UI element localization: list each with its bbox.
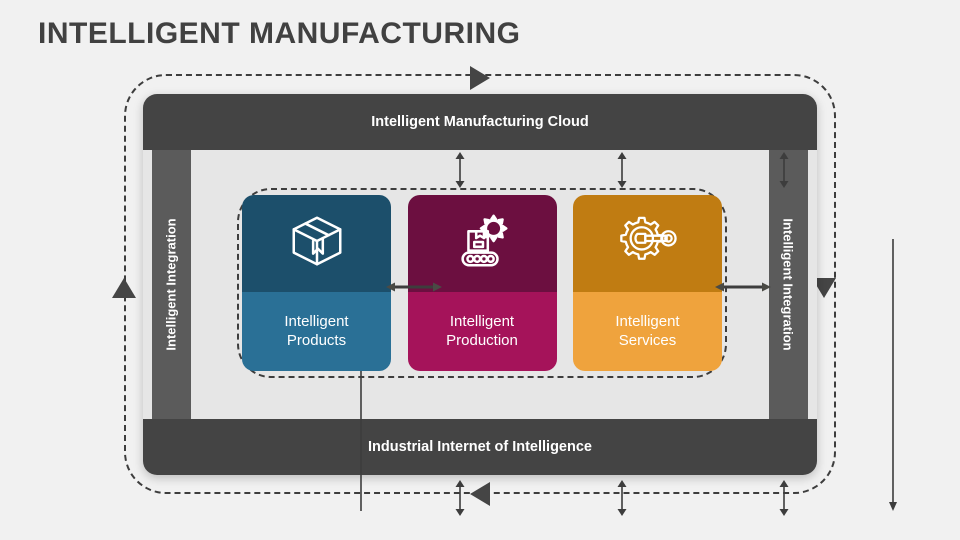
card-products-label: Intelligent Products (242, 292, 391, 371)
card-products-label-line2: Products (286, 331, 347, 349)
cloud-band[interactable]: Intelligent Manufacturing Cloud (143, 94, 817, 150)
card-intelligent-products[interactable]: Intelligent Products (242, 195, 391, 371)
core-pillars-group: Intelligent Products (242, 195, 722, 371)
side-bar-left-label: Intelligent Integration (164, 218, 180, 351)
double-arrow-horizontal-icon (715, 280, 771, 294)
double-arrow-horizontal-icon (386, 280, 442, 294)
page-title: INTELLIGENT MANUFACTURING (38, 17, 521, 50)
side-bar-integration-left[interactable]: Intelligent Integration (152, 150, 191, 419)
foundation-band-label: Industrial Internet of Intelligence (368, 439, 592, 455)
card-services-icon-area (573, 195, 722, 292)
double-arrow-vertical-icon (453, 152, 467, 188)
side-bar-right-label: Intelligent Integration (781, 218, 797, 351)
foundation-band[interactable]: Industrial Internet of Intelligence (143, 419, 817, 475)
card-services-label-line2: Services (618, 331, 677, 349)
card-production-label-line2: Production (446, 331, 518, 349)
double-arrow-vertical-icon (777, 480, 791, 516)
card-production-label: Intelligent Production (407, 292, 557, 371)
side-bar-integration-right[interactable]: Intelligent Integration (769, 150, 808, 419)
gear-wrench-icon (616, 212, 680, 275)
conveyor-belt-gear-icon (451, 210, 513, 277)
card-services-label-line1: Intelligent (615, 312, 680, 330)
card-production-label-line1: Intelligent (449, 312, 515, 330)
diagram-stage: Intelligent Manufacturing Cloud Industri… (143, 94, 897, 516)
card-products-icon-area (242, 195, 391, 292)
loop-arrow-up-icon (112, 278, 136, 298)
double-arrow-vertical-icon (615, 152, 629, 188)
double-arrow-vertical-icon (777, 152, 791, 188)
loop-arrow-left-icon (470, 482, 490, 506)
connector-line-down-right (887, 239, 899, 511)
card-intelligent-production[interactable]: Intelligent Production (407, 195, 557, 371)
card-products-label-line1: Intelligent (284, 312, 349, 330)
double-arrow-vertical-icon (453, 480, 467, 516)
cloud-band-label: Intelligent Manufacturing Cloud (371, 114, 589, 130)
double-arrow-vertical-icon (615, 480, 629, 516)
card-intelligent-services[interactable]: Intelligent Services (573, 195, 722, 371)
card-production-icon-area (407, 195, 557, 292)
loop-arrow-right-icon (470, 66, 501, 90)
core-dashed-container (237, 188, 727, 378)
loop-arrow-down-icon (812, 278, 836, 298)
card-services-label: Intelligent Services (573, 292, 722, 371)
package-box-icon (286, 210, 348, 277)
